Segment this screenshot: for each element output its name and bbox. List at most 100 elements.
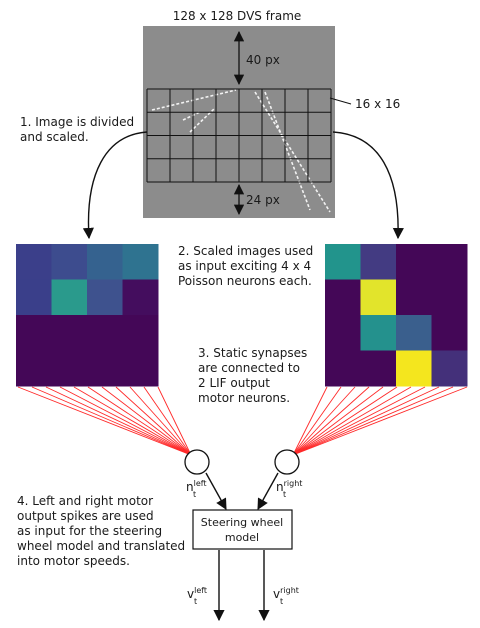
synapse-line bbox=[101, 386, 192, 456]
step4-line: as input for the steering bbox=[17, 524, 162, 538]
frame-title: 128 x 128 DVS frame bbox=[173, 9, 302, 23]
split-arrow-right bbox=[332, 131, 404, 240]
heatmap-cell bbox=[360, 315, 397, 351]
right-speed-label: vright bbox=[273, 586, 299, 601]
synapse-line bbox=[292, 386, 468, 456]
frame-grid bbox=[146, 88, 332, 183]
synapse-line bbox=[157, 386, 192, 456]
step4-line: 4. Left and right motor bbox=[17, 494, 153, 508]
step4-line: wheel model and translated bbox=[17, 539, 185, 553]
step3-line: motor neurons. bbox=[198, 391, 290, 405]
right-heatmap bbox=[325, 244, 468, 387]
event-streak bbox=[264, 91, 311, 211]
synapse-line bbox=[292, 386, 412, 456]
left-heatmap bbox=[16, 244, 159, 387]
heatmap-cell bbox=[122, 279, 159, 316]
heatmap-cell bbox=[431, 315, 468, 351]
heatmap-cell bbox=[87, 350, 123, 387]
synapse-line bbox=[292, 386, 342, 456]
right-neuron-sub: t bbox=[283, 490, 286, 499]
right-spike-arrow bbox=[257, 472, 279, 510]
step2-line: 2. Scaled images used bbox=[178, 244, 313, 258]
synapse-line bbox=[73, 386, 192, 456]
heatmap-cell bbox=[396, 244, 432, 280]
heatmap-cell bbox=[87, 315, 123, 351]
top-margin-label: 40 px bbox=[246, 53, 280, 67]
heatmap-cell bbox=[16, 279, 52, 316]
heatmap-cell bbox=[51, 350, 88, 387]
grid-label-leader bbox=[329, 97, 352, 105]
left-speed-label: vleft bbox=[187, 586, 207, 601]
step1-line: and scaled. bbox=[20, 130, 89, 144]
event-streak bbox=[182, 111, 201, 121]
synapse-line bbox=[292, 386, 356, 456]
grid-size-label: 16 x 16 bbox=[355, 97, 400, 111]
event-streak bbox=[151, 89, 237, 111]
heatmap-cell bbox=[325, 350, 361, 387]
step3-line: 3. Static synapses bbox=[198, 346, 307, 360]
dvs-events bbox=[151, 89, 331, 213]
right-speed-symbol: v bbox=[273, 587, 280, 601]
right-neuron-label: nright bbox=[276, 479, 302, 494]
step4-line: output spikes are used bbox=[17, 509, 154, 523]
step4-line: into motor speeds. bbox=[17, 554, 130, 568]
left-neuron-sub: t bbox=[193, 490, 196, 499]
synapse-line bbox=[292, 386, 426, 456]
synapse-line bbox=[292, 386, 328, 456]
steering-line2: model bbox=[225, 531, 259, 544]
static-synapses bbox=[17, 386, 468, 456]
steering-wheel-box bbox=[192, 509, 293, 550]
heatmap-cell bbox=[16, 315, 52, 351]
heatmap-cell bbox=[87, 244, 123, 280]
synapse-line bbox=[87, 386, 192, 456]
step4-text: 4. Left and right motor output spikes ar… bbox=[17, 494, 189, 568]
step2-text: 2. Scaled images used as input exciting … bbox=[178, 244, 317, 288]
left-speed-sub: t bbox=[194, 597, 197, 606]
synapse-line bbox=[31, 386, 192, 456]
heatmap-cell bbox=[325, 315, 361, 351]
left-neuron-label: nleft bbox=[186, 479, 207, 494]
step3-line: 2 LIF output bbox=[198, 376, 270, 390]
heatmap-cell bbox=[431, 244, 468, 280]
right-neuron-symbol: n bbox=[276, 480, 284, 494]
left-speed-symbol: v bbox=[187, 587, 194, 601]
synapse-line bbox=[292, 386, 398, 456]
synapse-line bbox=[292, 386, 454, 456]
step1-line: 1. Image is divided bbox=[20, 115, 134, 129]
heatmap-cell bbox=[325, 244, 361, 280]
heatmap-cell bbox=[51, 315, 88, 351]
heatmap-cell bbox=[360, 244, 397, 280]
heatmap-cell bbox=[122, 350, 159, 387]
right-motor-neuron bbox=[274, 449, 300, 475]
synapse-line bbox=[45, 386, 192, 456]
heatmap-cell bbox=[431, 350, 468, 387]
event-streak bbox=[189, 107, 216, 133]
left-speed-sup: left bbox=[194, 586, 207, 595]
right-speed-sub: t bbox=[280, 597, 283, 606]
left-motor-neuron bbox=[184, 449, 210, 475]
steering-line1: Steering wheel bbox=[201, 516, 283, 529]
synapse-line bbox=[292, 386, 440, 456]
heatmap-cell bbox=[16, 350, 52, 387]
event-streak bbox=[254, 91, 331, 213]
step3-text: 3. Static synapses are connected to 2 LI… bbox=[198, 346, 311, 405]
heatmap-cell bbox=[16, 244, 52, 280]
synapse-line bbox=[115, 386, 192, 456]
left-neuron-sup: left bbox=[194, 479, 207, 488]
heatmap-cell bbox=[360, 279, 397, 316]
right-speed-sup: right bbox=[280, 586, 299, 595]
left-neuron-symbol: n bbox=[186, 480, 194, 494]
bottom-margin-label: 24 px bbox=[246, 193, 280, 207]
heatmap-cell bbox=[87, 279, 123, 316]
right-neuron-sup: right bbox=[284, 479, 303, 488]
heatmap-cell bbox=[122, 315, 159, 351]
heatmap-cell bbox=[396, 279, 432, 316]
synapse-line bbox=[292, 386, 384, 456]
heatmap-cell bbox=[431, 279, 468, 316]
heatmap-cell bbox=[396, 315, 432, 351]
synapse-line bbox=[59, 386, 192, 456]
step2-line: as input exciting 4 x 4 bbox=[178, 259, 311, 273]
split-arrow-left bbox=[82, 131, 148, 240]
